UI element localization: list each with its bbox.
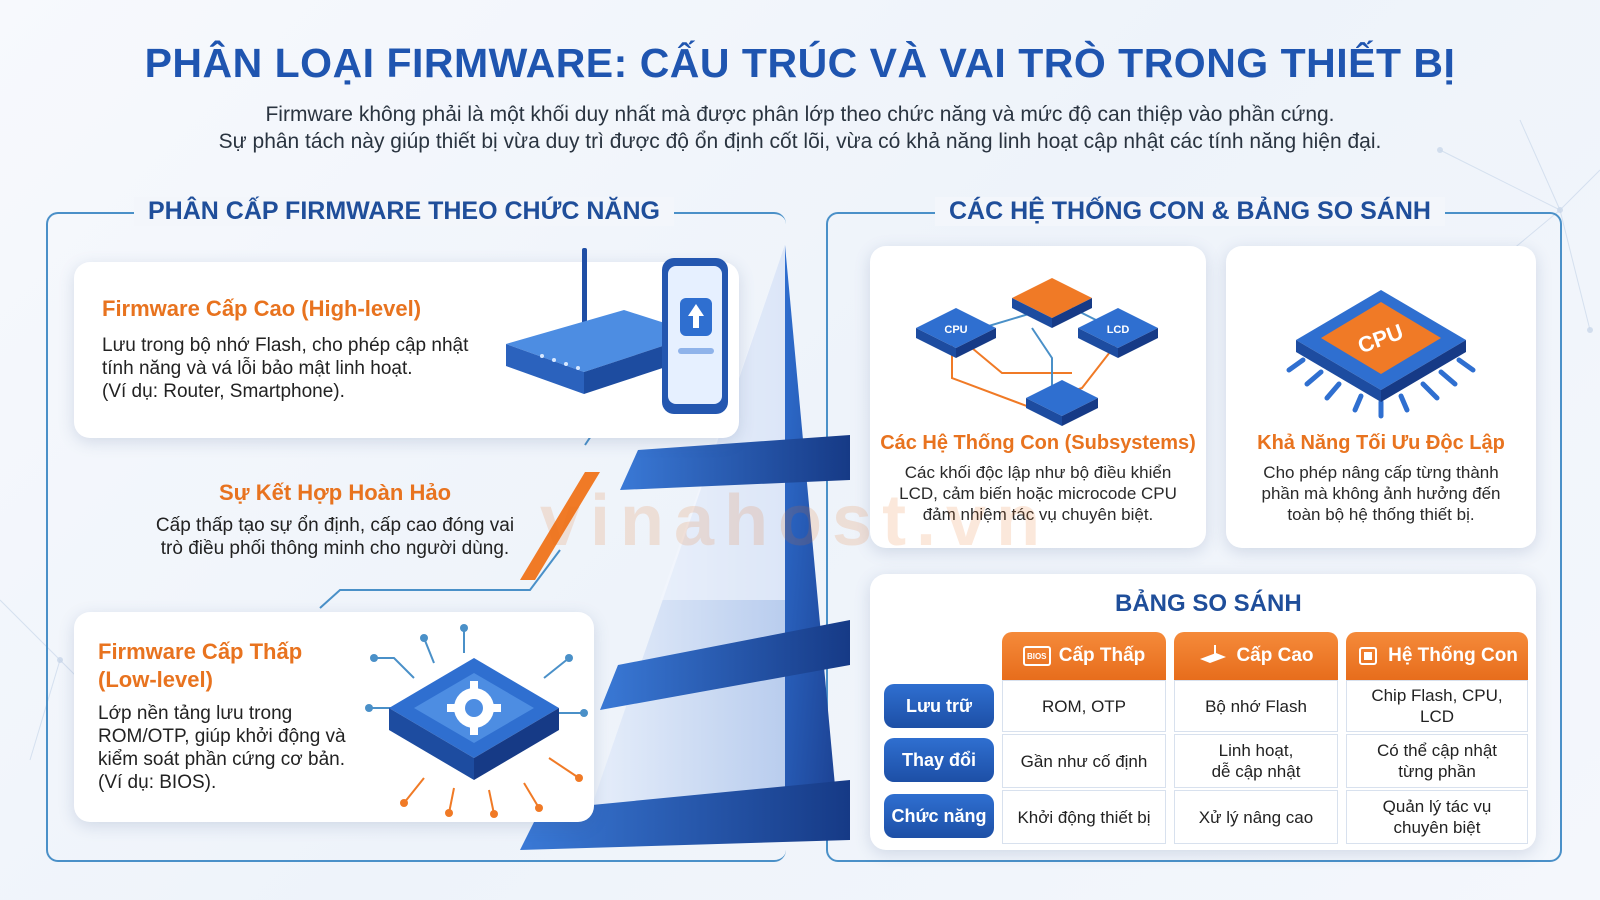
table-cell: ROM, OTP [1002, 680, 1166, 732]
low-level-line: ROM/OTP, giúp khởi động và [98, 726, 346, 747]
independent-line: phần mà không ảnh hưởng đến [1261, 484, 1501, 503]
independent-line: Cho phép nâng cấp từng thành [1263, 463, 1499, 482]
table-cell: Linh hoạt,dễ cập nhật [1174, 734, 1338, 788]
low-level-line: (Ví dụ: BIOS). [98, 772, 217, 793]
row-header-storage: Lưu trữ [884, 684, 994, 728]
high-level-card: Firmware Cấp Cao (High-level) Lưu trong … [74, 248, 739, 438]
subsystems-description: Các khối độc lập như bộ điều khiển LCD, … [870, 462, 1206, 525]
independent-description: Cho phép nâng cấp từng thành phần mà khô… [1226, 462, 1536, 525]
column-header-subsystems: Hệ Thống Con [1346, 632, 1528, 680]
subsystems-line: LCD, cảm biến hoặc microcode CPU [899, 484, 1177, 503]
low-level-line: Lớp nền tảng lưu trong [98, 703, 293, 724]
combo-block: Sự Kết Hợp Hoàn Hảo Cấp thấp tạo sự ổn đ… [120, 480, 550, 560]
column-header-low-level: BIOS Cấp Thấp [1002, 632, 1166, 680]
table-cell: Xử lý nâng cao [1174, 790, 1338, 844]
page-title: PHÂN LOẠI FIRMWARE: CẤU TRÚC VÀ VAI TRÒ … [144, 40, 1456, 86]
subsystems-line: Các khối độc lập như bộ điều khiển [904, 463, 1172, 482]
table-cell: Gần như cố định [1002, 734, 1166, 788]
row-header-function: Chức năng [884, 794, 994, 838]
independent-line: toàn bộ hệ thống thiết bị. [1287, 505, 1475, 524]
independent-title: Khả Năng Tối Ưu Độc Lập [1257, 432, 1505, 454]
router-icon [1200, 645, 1227, 663]
cpu-chip-label: CPU [944, 324, 967, 336]
column-header-label: Cấp Thấp [1058, 645, 1146, 666]
subsystems-title: Các Hệ Thống Con (Subsystems) [880, 432, 1196, 454]
column-header-high-level: Cấp Cao [1174, 632, 1338, 680]
column-header-label: Hệ Thống Con [1388, 645, 1518, 666]
chip-icon [1359, 647, 1378, 665]
table-cell: Khởi động thiết bị [1002, 790, 1166, 844]
independent-card: CPU Khả Năng Tối Ưu Độc Lập Cho phép nân… [1226, 246, 1536, 548]
lcd-chip-label: LCD [1107, 324, 1130, 336]
combo-title: Sự Kết Hợp Hoàn Hảo [218, 480, 452, 505]
router-phone-illustration [506, 248, 728, 414]
high-level-description: Lưu trong bộ nhớ Flash, cho phép cập nhậ… [102, 334, 468, 403]
combo-description: Cấp thấp tạo sự ổn định, cấp cao đóng va… [120, 514, 550, 560]
table-cell: Bộ nhớ Flash [1174, 680, 1338, 732]
subsystems-line: đảm nhiệm tác vụ chuyên biệt. [922, 505, 1154, 524]
high-level-line: Lưu trong bộ nhớ Flash, cho phép cập nhậ… [102, 335, 469, 356]
high-level-line: tính năng và vá lỗi bảo mật linh hoạt. [102, 358, 413, 379]
column-header-label: Cấp Cao [1236, 645, 1314, 666]
low-level-title-line: Firmware Cấp Thấp [98, 639, 303, 664]
subtitle-line-1: Firmware không phải là một khối duy nhất… [265, 103, 1335, 126]
comparison-table-title: BẢNG SO SÁNH [1115, 590, 1302, 617]
high-level-line: (Ví dụ: Router, Smartphone). [102, 381, 345, 402]
watermark: vinahost.vn [540, 481, 1051, 561]
left-section-title: PHÂN CẤP FIRMWARE THEO CHỨC NĂNG [134, 197, 674, 226]
low-level-title: Firmware Cấp Thấp (Low-level) [98, 638, 302, 694]
subsystems-chips-illustration: CPU LCD [916, 278, 1158, 426]
upload-arrow-icon [688, 304, 704, 328]
low-level-card: Firmware Cấp Thấp (Low-level) Lớp nền tả… [74, 612, 594, 822]
cpu-chip-illustration: CPU [1286, 290, 1476, 419]
low-level-title-line: (Low-level) [98, 667, 213, 692]
high-level-title: Firmware Cấp Cao (High-level) [102, 296, 422, 321]
combo-line: Cấp thấp tạo sự ổn định, cấp cao đóng va… [155, 515, 515, 536]
row-header-change: Thay đổi [884, 738, 994, 782]
right-section-title: CÁC HỆ THỐNG CON & BẢNG SO SÁNH [935, 197, 1445, 226]
low-level-description: Lớp nền tảng lưu trong ROM/OTP, giúp khở… [98, 702, 346, 794]
subsystems-card: CPU LCD Các Hệ Thống Con (Subsystems) Cá… [870, 246, 1206, 548]
combo-line: trò điều phối thông minh cho người dùng. [160, 538, 510, 559]
bios-chip-icon: BIOS [1022, 646, 1051, 666]
subtitle-line-2: Sự phân tách này giúp thiết bị vừa duy t… [218, 130, 1382, 153]
gear-chip-illustration [365, 624, 588, 818]
gear-icon [447, 681, 501, 735]
table-cell: Chip Flash, CPU, LCD [1346, 680, 1528, 732]
low-level-line: kiểm soát phần cứng cơ bản. [98, 749, 345, 770]
